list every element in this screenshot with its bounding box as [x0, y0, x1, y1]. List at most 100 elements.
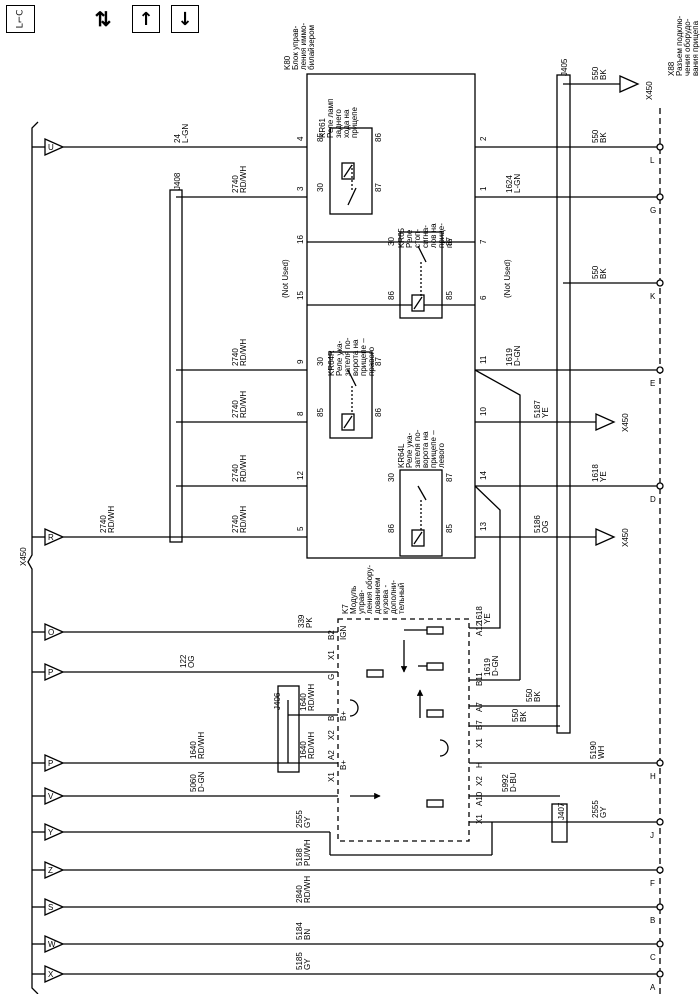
- kr65-l2: стоп-: [413, 229, 422, 248]
- k7-desc-5: кузова -: [381, 585, 390, 614]
- conn-p2: P: [48, 759, 53, 768]
- kr61-l1: Реле ламп: [326, 99, 335, 138]
- x88-label: X88: [667, 61, 676, 76]
- kr64l-pin-86: 86: [387, 524, 396, 533]
- pin-c: C: [650, 953, 656, 962]
- wire-339-color: PK: [305, 617, 314, 628]
- bus-label: X450: [19, 547, 28, 566]
- kr64r-l4: прицепе –: [359, 338, 368, 376]
- kr64l-l2: зателя по-: [413, 429, 422, 468]
- k7-desc-6: дополни-: [389, 580, 398, 614]
- k7-conn-x1-c: X1: [475, 738, 484, 748]
- k80-label: K80: [283, 55, 292, 70]
- pin-l: L: [650, 156, 655, 165]
- wire-2740c-num: 2740: [231, 400, 240, 418]
- arrow-up-button[interactable]: ↑: [132, 5, 160, 33]
- k80-pin-6: 6: [479, 295, 488, 300]
- kr64r-pin-86: 86: [374, 408, 383, 417]
- wire-2555r-num: 2555: [591, 800, 600, 818]
- kr64l-l5: левого: [437, 443, 446, 468]
- kr64r-l1: Реле ука-: [335, 340, 344, 376]
- wire-1640b-color: RD/WH: [307, 732, 316, 759]
- wire-5992-color: D-BU: [509, 772, 518, 792]
- k80-pin-13: 13: [479, 522, 488, 531]
- arrow-up-icon: ↑: [138, 8, 154, 30]
- conn-o: O: [48, 628, 54, 637]
- k80-pin-2: 2: [479, 136, 488, 141]
- kr65-l4: лов на: [429, 223, 438, 248]
- k80-pin-15: 15: [296, 291, 305, 300]
- k7-pin-bplus-b: B+: [339, 760, 348, 770]
- wire-1640c-color: RD/WH: [197, 732, 206, 759]
- wire-2740e-num: 2740: [231, 515, 240, 533]
- pin-b: B: [650, 916, 655, 925]
- kr64l-l1: Реле ука-: [405, 432, 414, 468]
- x450-5186-label: X450: [621, 528, 630, 547]
- kr64l-name: KR64L: [397, 443, 406, 468]
- wire-2740a-num: 2740: [231, 175, 240, 193]
- kr65-l5: прице-: [437, 223, 446, 248]
- kr65-pin-86: 86: [387, 291, 396, 300]
- k7-pin-bplus-a: B+: [339, 711, 348, 721]
- kr64l-pin-87: 87: [445, 473, 454, 482]
- wrench-arrows-icon: ⇅: [94, 8, 112, 31]
- kr64r-l3: ворота на: [351, 339, 360, 376]
- wire-2555l-color: GY: [303, 816, 312, 828]
- k80-pin-3: 3: [296, 186, 305, 191]
- wire-2840-color: RD/WH: [303, 876, 312, 903]
- k80-pin-8: 8: [296, 411, 305, 416]
- wire-339-num: 339: [297, 614, 306, 628]
- k7-conn-x1-b: X1: [327, 772, 336, 782]
- wire-5184-color: BN: [303, 929, 312, 940]
- kr65-pin-85: 85: [445, 291, 454, 300]
- k7-pin-b: B: [327, 716, 336, 721]
- wire-122-color: OG: [187, 656, 196, 668]
- kr65-l3: сигна-: [421, 225, 430, 248]
- k7-desc-3: ления обору-: [365, 565, 374, 614]
- wire-5060-num: 5060: [189, 774, 198, 792]
- x88-desc-2: чения оборудо-: [683, 18, 692, 76]
- wire-550top-color: BK: [599, 69, 608, 80]
- kr65-l6: пе: [445, 239, 454, 248]
- wire-550top-num: 550: [591, 66, 600, 80]
- wire-1618d-color: YE: [599, 471, 608, 482]
- pin-j: J: [650, 831, 654, 840]
- k7-pin-b11: B11: [475, 672, 484, 686]
- x450-550-label: X450: [645, 81, 654, 100]
- wire-24-num: 24: [173, 134, 182, 143]
- not-used-left: (Not Used): [281, 259, 290, 298]
- j406-label: J406: [273, 692, 282, 710]
- tools-button[interactable]: ⇅: [86, 5, 120, 33]
- wire-5186-color: OG: [541, 521, 550, 533]
- k7-pin-b2: B2: [327, 630, 336, 640]
- k80-pin-11: 11: [479, 355, 488, 364]
- wire-2555l-num: 2555: [295, 810, 304, 828]
- wire-550a-color: BK: [533, 691, 542, 702]
- wire-5186-num: 5186: [533, 515, 542, 533]
- wire-2740r-color: RD/WH: [107, 506, 116, 533]
- wire-550b-color: BK: [519, 711, 528, 722]
- k80-pin-7: 7: [479, 239, 488, 244]
- wire-2740c-color: RD/WH: [239, 391, 248, 418]
- locate-button[interactable]: L⌐C: [6, 5, 35, 33]
- wire-2740e-color: RD/WH: [239, 506, 248, 533]
- pin-e: E: [650, 379, 655, 388]
- wire-1640b-num: 1640: [299, 741, 308, 759]
- kr64r-pin-85: 85: [316, 408, 325, 417]
- wire-2740d-color: RD/WH: [239, 455, 248, 482]
- not-used-right: (Not Used): [503, 259, 512, 298]
- k7-conn-x1-d: X1: [475, 814, 484, 824]
- wire-1640a-color: RD/WH: [307, 684, 316, 711]
- k7-pin-ign: IGN: [339, 626, 348, 640]
- wire-5184-num: 5184: [295, 922, 304, 940]
- wire-5190-num: 5190: [589, 741, 598, 759]
- conn-s: S: [48, 903, 53, 912]
- conn-z: Z: [48, 866, 53, 875]
- arrow-down-button[interactable]: ↓: [171, 5, 199, 33]
- wire-550l-num: 550: [591, 129, 600, 143]
- k7-pin-a10: A10: [475, 791, 484, 806]
- pin-d: D: [650, 495, 656, 504]
- wire-5185-num: 5185: [295, 952, 304, 970]
- j408-label: J408: [173, 172, 182, 190]
